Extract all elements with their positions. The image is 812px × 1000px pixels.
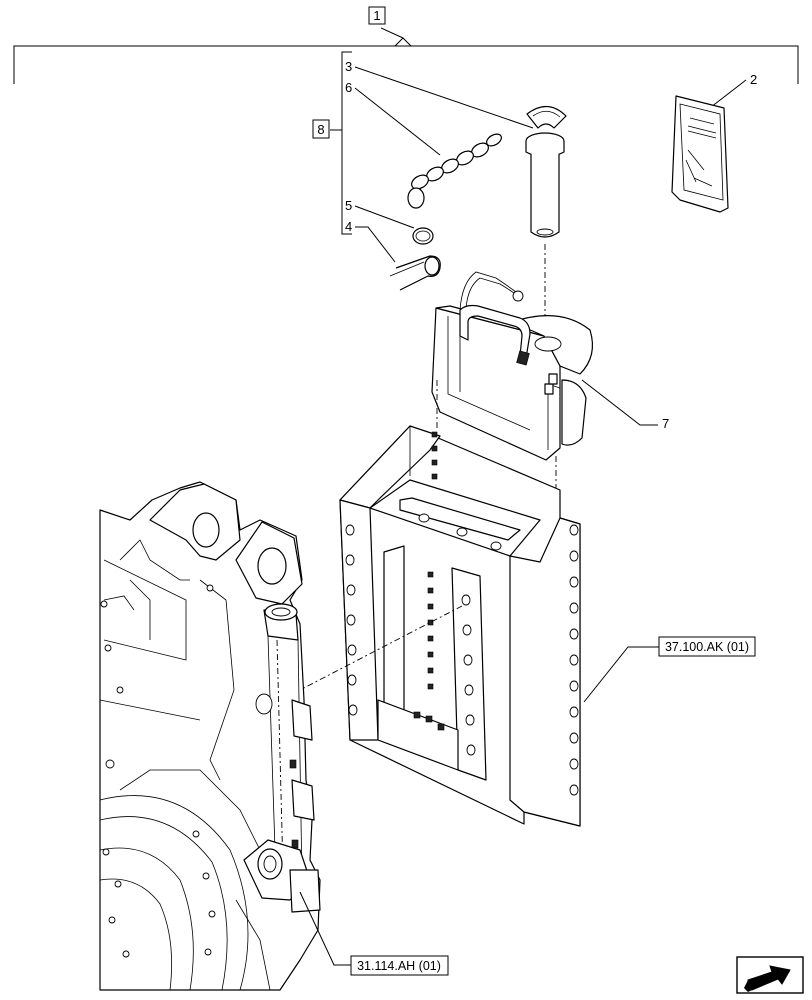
next-page-arrow-icon[interactable] xyxy=(736,956,804,994)
assembly-bracket xyxy=(13,27,799,84)
frame-holes-left xyxy=(345,524,358,716)
callout-1-label: 1 xyxy=(373,8,380,23)
flywheel-bolts xyxy=(102,830,216,958)
callout-8-box[interactable]: 8 xyxy=(312,119,330,139)
spring-clip xyxy=(389,255,441,291)
rear-housing xyxy=(99,481,321,991)
callout-5-label[interactable]: 5 xyxy=(345,198,352,213)
frame-holes-right xyxy=(569,524,579,796)
ref-rear-housing-leader xyxy=(299,891,351,966)
callout-1-box[interactable]: 1 xyxy=(368,6,386,25)
ref-rear-housing[interactable]: 31.114.AH (01) xyxy=(350,955,449,976)
manual-document xyxy=(671,95,729,213)
ref-drawbar-frame-label: 37.100.AK (01) xyxy=(665,640,749,654)
callout-8-label: 8 xyxy=(317,122,324,137)
hitch-pin xyxy=(525,105,567,238)
frame-holes-inner xyxy=(418,513,502,756)
kit-bracket xyxy=(330,51,352,235)
ref-drawbar-frame[interactable]: 37.100.AK (01) xyxy=(658,636,756,657)
ref-drawbar-frame-leader xyxy=(583,646,659,703)
ref-rear-housing-label: 31.114.AH (01) xyxy=(357,959,441,973)
callout-4-label[interactable]: 4 xyxy=(345,219,352,234)
callout-7-label[interactable]: 7 xyxy=(662,416,669,431)
callout-3-label[interactable]: 3 xyxy=(345,59,352,74)
frame-rack-teeth xyxy=(413,431,445,731)
split-ring xyxy=(412,227,434,245)
tow-hook-block xyxy=(431,271,593,461)
drawbar-frame xyxy=(339,425,581,827)
callout-6-label[interactable]: 6 xyxy=(345,80,352,95)
callout-2-label[interactable]: 2 xyxy=(750,72,757,87)
safety-chain xyxy=(407,133,502,209)
